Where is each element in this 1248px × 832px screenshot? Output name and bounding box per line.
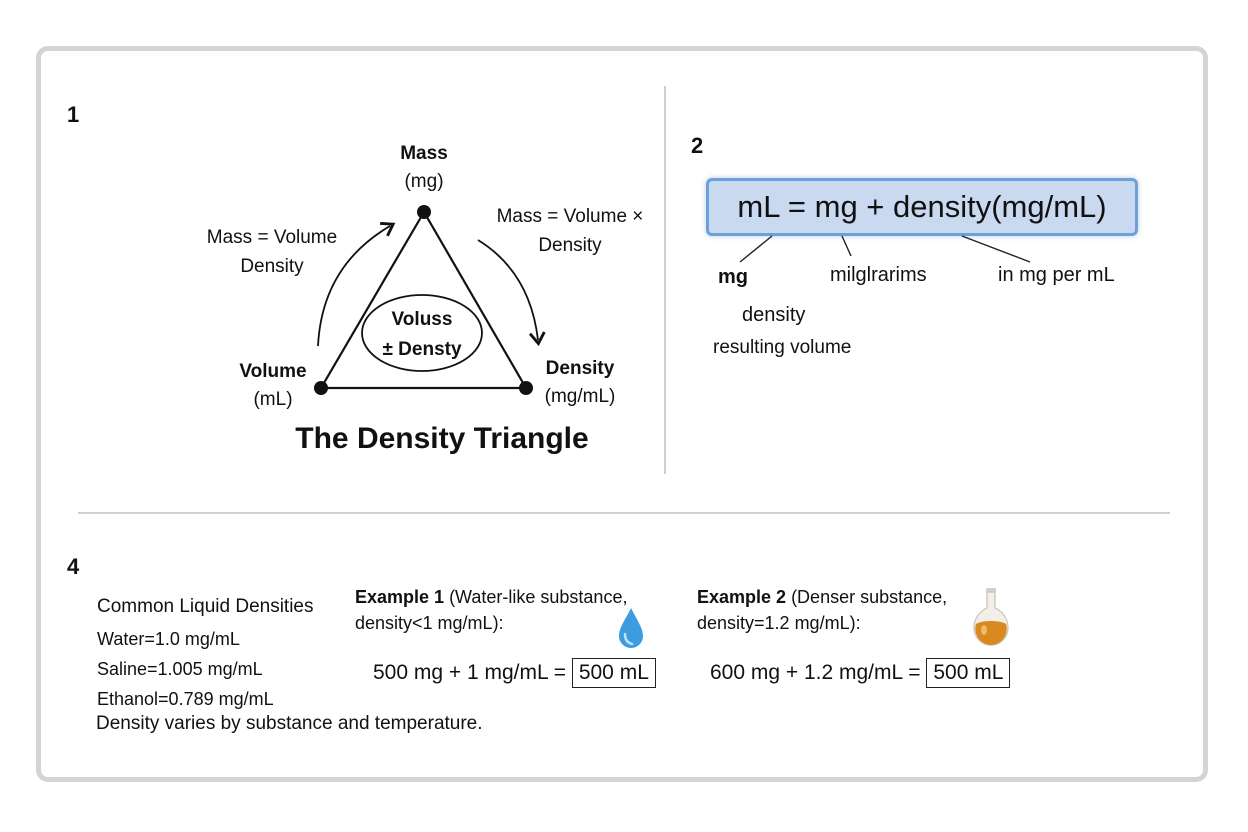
example1-subtitle: density<1 mg/mL): <box>355 613 504 633</box>
densities-note: Density varies by substance and temperat… <box>96 713 483 734</box>
density-unit: (mg/mL) <box>544 386 616 407</box>
callout-resulting-volume: resulting volume <box>713 337 852 358</box>
example1-title-bold: Example 1 <box>355 587 445 607</box>
callout-mg: mg <box>718 266 748 288</box>
density-label: Density <box>545 358 615 379</box>
density-item: Saline=1.005 mg/mL <box>97 659 263 679</box>
water-drop-icon <box>619 608 643 648</box>
example1-title-rest: (Water-like substance, <box>444 587 628 607</box>
callout-per-ml: in mg per mL <box>998 264 1115 286</box>
center-text-line2: ± Densty <box>382 339 462 360</box>
mass-vertex-dot <box>417 205 431 219</box>
density-item: Water=1.0 mg/mL <box>97 629 240 649</box>
section-number-2: 2 <box>691 133 704 158</box>
density-item: Ethanol=0.789 mg/mL <box>97 689 274 709</box>
right-curved-arrow <box>477 239 546 347</box>
volume-label: Volume <box>239 361 307 382</box>
density-vertex-dot <box>519 381 533 395</box>
volume-vertex-dot <box>314 381 328 395</box>
center-ellipse <box>361 294 483 372</box>
example2-title-rest: (Denser substance, <box>786 587 948 607</box>
callout-density: density <box>742 304 806 326</box>
right-arrow-label-line1: Mass = Volume × <box>496 206 644 227</box>
densities-heading: Common Liquid Densities <box>97 596 314 617</box>
example2-calc: 600 mg + 1.2 mg/mL = <box>710 661 927 684</box>
example2-result: 500 mL <box>926 658 1011 688</box>
callout-milligrams: milglrarims <box>830 264 927 286</box>
triangle-title: The Density Triangle <box>295 422 589 455</box>
formula-equation: mL = mg + density(mg/mL) <box>737 189 1107 224</box>
formula-box: mL = mg + density(mg/mL) <box>706 178 1138 236</box>
example2-title: Example 2 (Denser substance, <box>697 587 947 608</box>
flask-icon <box>973 588 1009 646</box>
section-number-4: 4 <box>67 554 80 579</box>
example1-title: Example 1 (Water-like substance, <box>355 587 627 608</box>
left-curved-arrow <box>317 222 396 347</box>
example2-calculation: 600 mg + 1.2 mg/mL = 500 mL <box>710 658 1011 688</box>
left-arrow-label-line1: Mass = Volume <box>206 227 338 248</box>
example1-result: 500 mL <box>571 658 656 688</box>
horizontal-divider <box>78 512 1170 514</box>
center-text-line1: Voluss <box>391 309 453 330</box>
example1-calc: 500 mg + 1 mg/mL = <box>373 661 572 684</box>
right-arrow-label-line2: Density <box>538 235 602 256</box>
mass-unit: (mg) <box>404 171 444 192</box>
volume-unit: (mL) <box>253 389 293 410</box>
vertical-divider <box>664 86 666 474</box>
example2-title-bold: Example 2 <box>697 587 787 607</box>
densities-list: Water=1.0 mg/mL Saline=1.005 mg/mL Ethan… <box>97 624 274 714</box>
section-number-1: 1 <box>67 102 80 127</box>
triangle-outline <box>319 209 528 390</box>
diagram-frame <box>36 46 1208 782</box>
mass-label: Mass <box>400 143 448 164</box>
example1-calculation: 500 mg + 1 mg/mL = 500 mL <box>373 658 656 688</box>
example2-subtitle: density=1.2 mg/mL): <box>697 613 861 633</box>
left-arrow-label-line2: Density <box>240 256 304 277</box>
